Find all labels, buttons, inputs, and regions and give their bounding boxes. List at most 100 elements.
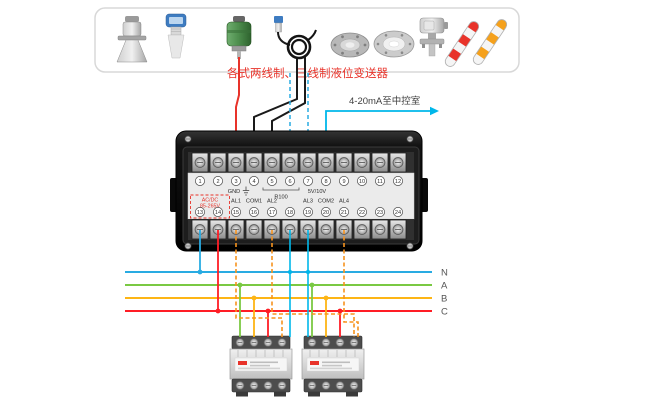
- svg-text:23: 23: [377, 210, 383, 216]
- terminal-number: 11: [375, 176, 385, 186]
- terminal-number: 13: [195, 207, 205, 217]
- coil-wire-orange-2: [271, 230, 355, 337]
- pressure-transmitter-icon: [419, 17, 448, 57]
- svg-text:22: 22: [359, 210, 365, 216]
- terminal: [371, 219, 389, 240]
- al4-label: AL4: [339, 199, 349, 205]
- contactor-2: [302, 336, 364, 397]
- terminal: [209, 152, 227, 173]
- terminal-number: 4: [249, 176, 259, 186]
- terminal-number: 19: [303, 207, 313, 217]
- contactor-1: [230, 336, 292, 397]
- terminal-number: 17: [267, 207, 277, 217]
- ground-symbol-icon: [242, 186, 250, 196]
- svg-text:15: 15: [233, 210, 239, 216]
- terminal: [191, 152, 209, 173]
- svg-text:5: 5: [270, 179, 273, 185]
- rail-c-label: C: [441, 307, 448, 318]
- svg-text:17: 17: [269, 210, 275, 216]
- al1-label: AL1: [231, 199, 241, 205]
- rail-a-label: A: [441, 281, 448, 292]
- terminal: [317, 219, 335, 240]
- svg-text:8: 8: [324, 179, 327, 185]
- svg-text:2: 2: [216, 179, 219, 185]
- terminal-number: 18: [285, 207, 295, 217]
- power-range-label: 85-265V: [200, 204, 220, 210]
- terminal: [335, 152, 353, 173]
- svg-text:20: 20: [323, 210, 329, 216]
- terminal: [371, 152, 389, 173]
- terminal-number: 23: [375, 207, 385, 217]
- transmitter-cable-icon: [274, 16, 317, 60]
- radar-level-transmitter-icon: [116, 16, 148, 63]
- svg-text:7: 7: [306, 179, 309, 185]
- svg-text:11: 11: [377, 179, 383, 185]
- al2-label: AL2: [267, 199, 277, 205]
- flange-transmitter-icon: [373, 30, 415, 58]
- svg-text:4: 4: [252, 179, 255, 185]
- junction-dots: [197, 269, 343, 314]
- com1-label: COM1: [246, 199, 262, 205]
- r100-bracket: [262, 187, 300, 191]
- coil-wire-orange-3: [343, 230, 359, 337]
- coil-wire-orange-1: [235, 230, 283, 337]
- ultrasonic-level-transmitter-icon: [165, 13, 187, 59]
- svg-text:13: 13: [197, 210, 203, 216]
- terminal: [263, 219, 281, 240]
- terminal-number: 21: [339, 207, 349, 217]
- voltage-label: 5V/10V: [308, 189, 327, 195]
- terminal-number: 20: [321, 207, 331, 217]
- corner-screw: [184, 135, 192, 143]
- terminal-number: 2: [213, 176, 223, 186]
- svg-text:24: 24: [395, 210, 401, 216]
- terminal: [299, 152, 317, 173]
- terminal: [317, 152, 335, 173]
- corner-screw: [184, 242, 192, 250]
- svg-text:9: 9: [342, 179, 345, 185]
- power-rating-box: AC/DC 85-265V: [190, 194, 230, 219]
- terminal: [227, 152, 245, 173]
- terminal-number: 5: [267, 176, 277, 186]
- terminal-number: 16: [249, 207, 259, 217]
- r100-label: R100: [274, 195, 287, 201]
- rail-b-label: B: [441, 294, 447, 305]
- terminal: [245, 219, 263, 240]
- svg-text:3: 3: [234, 179, 237, 185]
- terminal-number: 3: [231, 176, 241, 186]
- com2-label: COM2: [318, 199, 334, 205]
- svg-text:16: 16: [251, 210, 257, 216]
- terminal-number: 7: [303, 176, 313, 186]
- rail-n-label: N: [441, 268, 448, 279]
- svg-text:10: 10: [359, 179, 365, 185]
- terminal: [353, 219, 371, 240]
- terminal-number: 1: [195, 176, 205, 186]
- terminal: [227, 219, 245, 240]
- terminal-number: 6: [285, 176, 295, 186]
- terminal-number: 14: [213, 207, 223, 217]
- terminal-number: 9: [339, 176, 349, 186]
- terminal: [389, 152, 407, 173]
- terminal-number: 24: [393, 207, 403, 217]
- terminal: [245, 152, 263, 173]
- terminal-number: 12: [393, 176, 403, 186]
- terminal: [353, 152, 371, 173]
- power-type-label: AC/DC: [202, 198, 219, 204]
- svg-text:18: 18: [287, 210, 293, 216]
- terminal: [335, 219, 353, 240]
- gnd-label: GND: [228, 189, 240, 195]
- svg-text:1: 1: [198, 179, 201, 185]
- magnetic-level-gauge-icon: [443, 17, 509, 69]
- terminal: [389, 219, 407, 240]
- level-controller: 1 2 3 4 5 6 7 8 9 10 11 12 GND R100 5V/1…: [170, 130, 428, 252]
- svg-text:6: 6: [288, 179, 291, 185]
- terminal-number: 15: [231, 207, 241, 217]
- terminal: [281, 152, 299, 173]
- svg-text:14: 14: [215, 210, 221, 216]
- al3-label: AL3: [303, 199, 313, 205]
- output-label: 4-20mA至中控室: [349, 95, 420, 107]
- corner-screw: [406, 135, 414, 143]
- power-rails: N A B C: [125, 268, 448, 318]
- terminal-number: 8: [321, 176, 331, 186]
- svg-text:21: 21: [341, 210, 347, 216]
